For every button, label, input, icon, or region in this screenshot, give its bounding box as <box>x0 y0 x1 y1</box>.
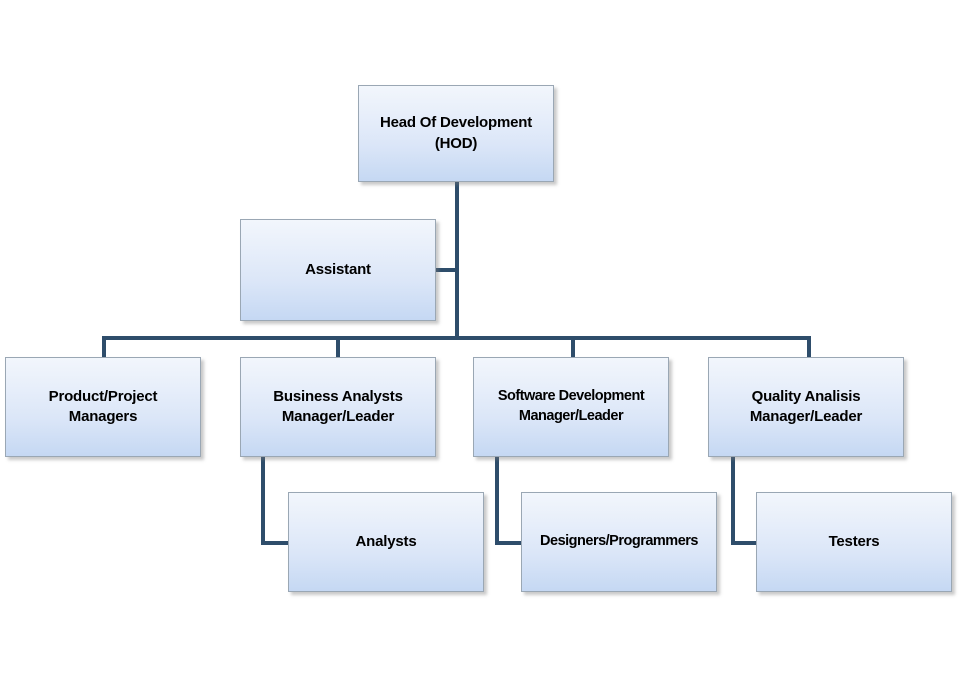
connector-designers-vertical <box>495 457 499 545</box>
connector-assistant-stub <box>436 268 459 272</box>
node-analysts[interactable]: Analysts <box>288 492 484 592</box>
node-label-product-project-managers: Product/Project Managers <box>48 387 158 425</box>
node-head-of-development[interactable]: Head Of Development (HOD) <box>358 85 554 182</box>
node-designers-programmers[interactable]: Designers/Programmers <box>521 492 717 592</box>
connector-analysts-horizontal <box>261 541 291 545</box>
node-label-testers: Testers <box>828 532 880 550</box>
node-business-analysts-manager[interactable]: Business Analysts Manager/Leader <box>240 357 436 457</box>
node-label-quality-analysis-manager: Quality Analisis Manager/Leader <box>749 387 863 425</box>
node-label-assistant: Assistant <box>305 260 371 278</box>
node-label-analysts: Analysts <box>355 532 417 550</box>
node-quality-analysis-manager[interactable]: Quality Analisis Manager/Leader <box>708 357 904 457</box>
connector-testers-horizontal <box>731 541 759 545</box>
connector-drop-business-analysts <box>336 336 340 358</box>
connector-manager-bus <box>102 336 811 340</box>
node-label-business-analysts-manager: Business Analysts Manager/Leader <box>273 387 403 425</box>
connector-testers-vertical <box>731 457 735 545</box>
connector-hod-trunk <box>455 182 459 340</box>
node-assistant[interactable]: Assistant <box>240 219 436 321</box>
connector-drop-product-managers <box>102 336 106 358</box>
connector-drop-software-development <box>571 336 575 358</box>
connector-drop-quality-analysis <box>807 336 811 358</box>
node-software-development-manager[interactable]: Software Development Manager/Leader <box>473 357 669 457</box>
node-label-head-of-development: Head Of Development (HOD) <box>379 114 533 152</box>
node-label-designers-programmers: Designers/Programmers <box>540 533 698 550</box>
connector-analysts-vertical <box>261 457 265 545</box>
node-product-project-managers[interactable]: Product/Project Managers <box>5 357 201 457</box>
node-label-software-development-manager: Software Development Manager/Leader <box>497 388 645 424</box>
node-testers[interactable]: Testers <box>756 492 952 592</box>
connector-designers-horizontal <box>495 541 524 545</box>
